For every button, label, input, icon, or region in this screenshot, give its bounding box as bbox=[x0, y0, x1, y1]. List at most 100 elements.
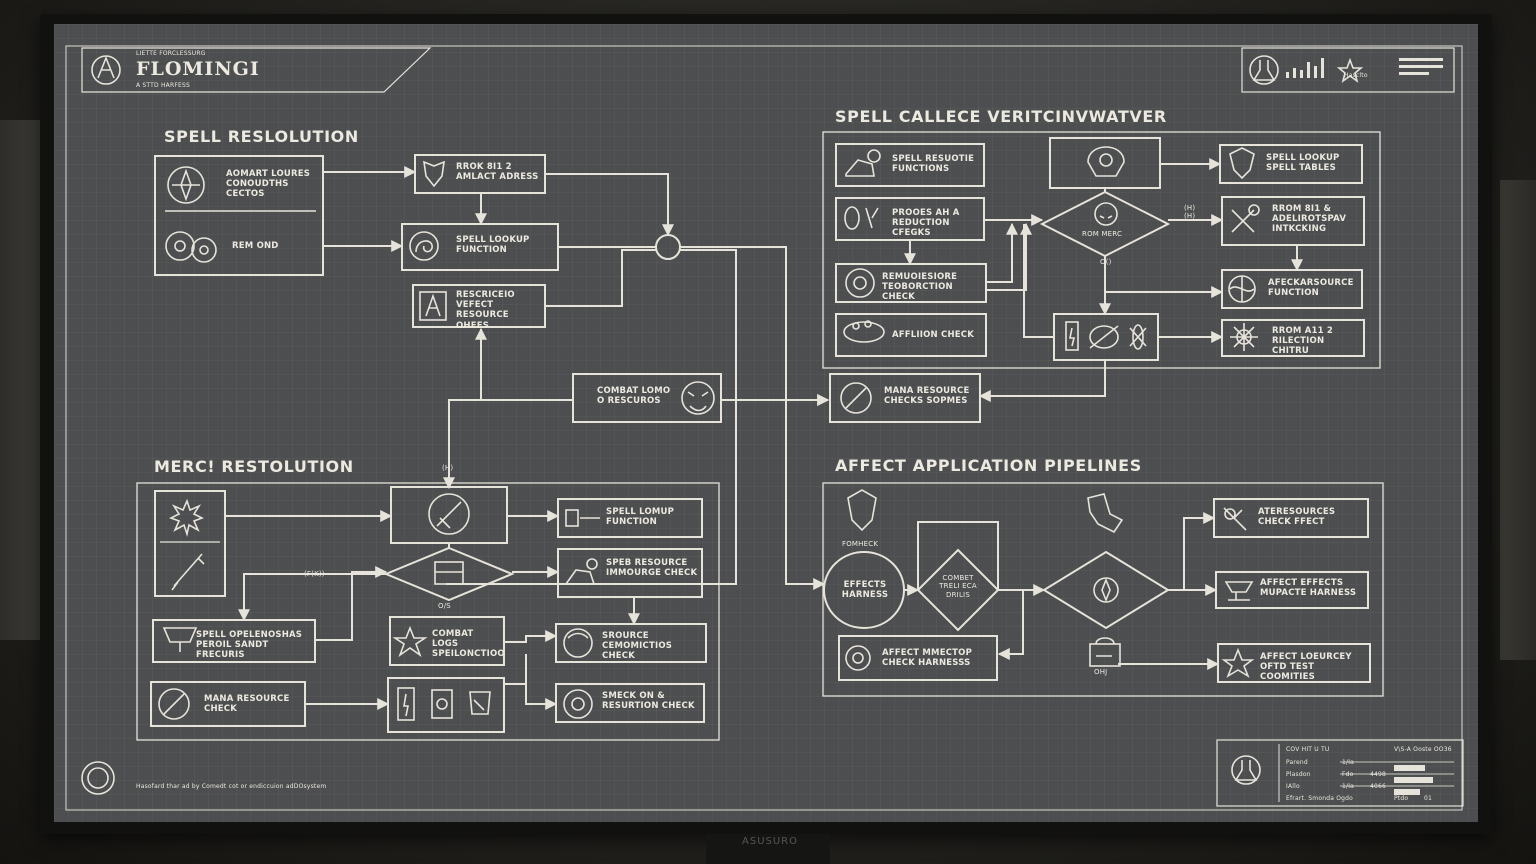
app-title: FLOMINGI bbox=[136, 58, 260, 80]
node-v8-label: AFECKARSOURCE FUNCTION bbox=[1268, 278, 1354, 299]
top-right-sparkbars bbox=[1286, 58, 1443, 78]
no-sword-icon bbox=[158, 688, 190, 720]
footer-seal-icon bbox=[81, 761, 115, 795]
node-m1-label: SPELL LOMUP FUNCTION bbox=[606, 507, 675, 528]
spell-vertical-section bbox=[822, 131, 1381, 423]
merc-below-label: O/S bbox=[438, 602, 451, 610]
node-v5-side: (H) (H) bbox=[1184, 204, 1196, 221]
node-v9-label: RROM A11 2 RILECTION CHITRU bbox=[1272, 326, 1334, 357]
background-shelf-left bbox=[0, 120, 40, 640]
top-right-panel bbox=[1241, 47, 1455, 93]
legend-right-title: V\S-A Ooste OO36 bbox=[1394, 746, 1452, 753]
star-emblem-icon bbox=[1221, 647, 1255, 678]
no-entry-icon bbox=[840, 382, 872, 414]
compass-icon bbox=[167, 166, 205, 204]
header-subtitle-bottom: A STTD HARFESS bbox=[136, 82, 191, 89]
runes-icon bbox=[844, 206, 879, 230]
shield-emblem-icon bbox=[1229, 147, 1255, 180]
swirl-icon bbox=[409, 231, 439, 261]
legend-row-2-a: IAllo bbox=[1286, 783, 1300, 790]
legend-panel bbox=[1216, 739, 1464, 807]
spell-resolution-section bbox=[154, 154, 830, 585]
totem-icon bbox=[431, 689, 453, 719]
node-a2-label: COMBET TRELI ECA DRILIS bbox=[939, 574, 977, 599]
node-m7-label: SMECK ON & RESURTION CHECK bbox=[602, 691, 695, 712]
legend-row-3-a: Efrart. Smonda Ogdo bbox=[1286, 795, 1354, 802]
node-n3-label: RROK 8I1 2 AMLACT ADRESS bbox=[456, 162, 539, 183]
node-v4-label: AFFLIION CHECK bbox=[892, 330, 975, 340]
background-shelf-right bbox=[1500, 180, 1536, 660]
legend-flask-icon bbox=[1231, 755, 1261, 785]
spell-vertical-frame bbox=[822, 131, 1381, 369]
diagram-canvas bbox=[65, 45, 1464, 811]
node-n5-label: RESCRICEIO VEFECT RESOURCE OHEES bbox=[456, 290, 515, 331]
legend-bar-2 bbox=[1394, 789, 1420, 795]
node-v5-below: O() bbox=[1100, 258, 1112, 266]
node-a3-box bbox=[838, 635, 998, 681]
sphere-icon bbox=[1228, 275, 1256, 303]
cylinder-icon bbox=[565, 509, 600, 527]
node-v1-label: SPELL RESUOTIE FUNCTIONS bbox=[892, 154, 975, 175]
emblem-box-top bbox=[1049, 137, 1161, 189]
node-a4-label: ATERESOURCES CHECK FFECT bbox=[1258, 507, 1336, 528]
node-a5-label: AFFECT EFFECTS MUPACTE HARNESS bbox=[1260, 578, 1357, 599]
affect-emblem-icon bbox=[847, 489, 877, 532]
brain-icon bbox=[563, 628, 593, 658]
compass-diamond-icon bbox=[1093, 577, 1119, 603]
camera-icon bbox=[1087, 493, 1124, 534]
tools-icon bbox=[1231, 204, 1260, 233]
node-m6-label: MANA RESOURCE CHECK bbox=[204, 694, 290, 715]
legend-row-3-c: Ptdo bbox=[1394, 795, 1409, 802]
meteor-icon bbox=[563, 689, 593, 719]
top-right-flask-icon bbox=[1249, 55, 1279, 85]
node-n6-label: COMBAT LOMO O RESCUROS bbox=[597, 386, 671, 407]
decision-a-right bbox=[1042, 550, 1170, 630]
skull-icon bbox=[1094, 202, 1118, 226]
monitor-stand bbox=[706, 834, 830, 864]
hand-tap-icon bbox=[845, 149, 881, 177]
bowl-icon bbox=[843, 320, 885, 343]
crossed-sword-icon bbox=[428, 493, 470, 535]
star-icon bbox=[1336, 57, 1364, 83]
node-n4-label: SPELL LOOKUP FUNCTION bbox=[456, 235, 530, 256]
wand-icon bbox=[1223, 507, 1247, 531]
dial-icon bbox=[845, 268, 875, 298]
node-m4-label: COMBAT LOGS SPEILONCTIOO bbox=[432, 629, 505, 660]
merge-node bbox=[655, 234, 681, 260]
legend-row-2-c: 4066 bbox=[1370, 783, 1387, 790]
section-title-spell-vertical: SPELL CALLECE VERITCINVWATVER bbox=[835, 107, 1167, 126]
node-m3-label: SPELL OPELENOSHAS PEROIL SANDT FRECURIS bbox=[196, 630, 303, 661]
section-title-merc-resolution: MERC! RESTOLUTION bbox=[154, 457, 354, 476]
merc-top-label: (H) bbox=[442, 464, 454, 472]
legend-row-3-d: 01 bbox=[1424, 795, 1433, 802]
merc-resolution-section bbox=[136, 482, 720, 741]
mortar-icon bbox=[162, 627, 198, 652]
legend-row-0-a: Parend bbox=[1286, 759, 1308, 766]
bug-icon bbox=[1129, 324, 1147, 350]
footer-note: Hasofard thar ad by Comedt cot or endicc… bbox=[136, 783, 327, 790]
node-v3-label: REMUOIESIORE TEOBORCTION CHECK bbox=[882, 272, 958, 303]
chest-icon bbox=[434, 561, 464, 585]
merc-icons-box bbox=[154, 490, 226, 597]
claw-icon bbox=[469, 691, 491, 715]
node-v7-label: RROM 8I1 & ADELIROTSPAV INTKCKING bbox=[1272, 204, 1347, 235]
legend-title: COV HIT U TU bbox=[1286, 746, 1330, 753]
figure-icon bbox=[419, 291, 447, 321]
node-a1-label: EFFECTS HARNESS bbox=[841, 580, 889, 601]
node-n1-n2-frame bbox=[154, 155, 324, 276]
node-v1-box bbox=[835, 143, 985, 187]
bag-icon bbox=[1089, 637, 1121, 667]
legend-row-0-b: 1/la bbox=[1342, 759, 1354, 766]
legend-bars bbox=[1394, 765, 1433, 795]
star-badge-icon bbox=[392, 625, 428, 658]
affect-section bbox=[785, 400, 1384, 697]
header-tab bbox=[81, 47, 432, 93]
node-v5-label: ROM MERC bbox=[1082, 230, 1123, 238]
node-v6-label: SPELL LOOKUP SPELL TABLES bbox=[1266, 153, 1340, 174]
node-v10-label: MANA RESOURCE CHECKS SOPMES bbox=[884, 386, 970, 407]
mask-icon bbox=[681, 381, 715, 415]
node-v2-label: PROOES AH A REDUCTION CFEGKS bbox=[892, 208, 960, 239]
helmet-icon bbox=[1087, 146, 1125, 177]
gears-icon bbox=[165, 231, 217, 263]
sunburst-icon bbox=[169, 498, 204, 537]
